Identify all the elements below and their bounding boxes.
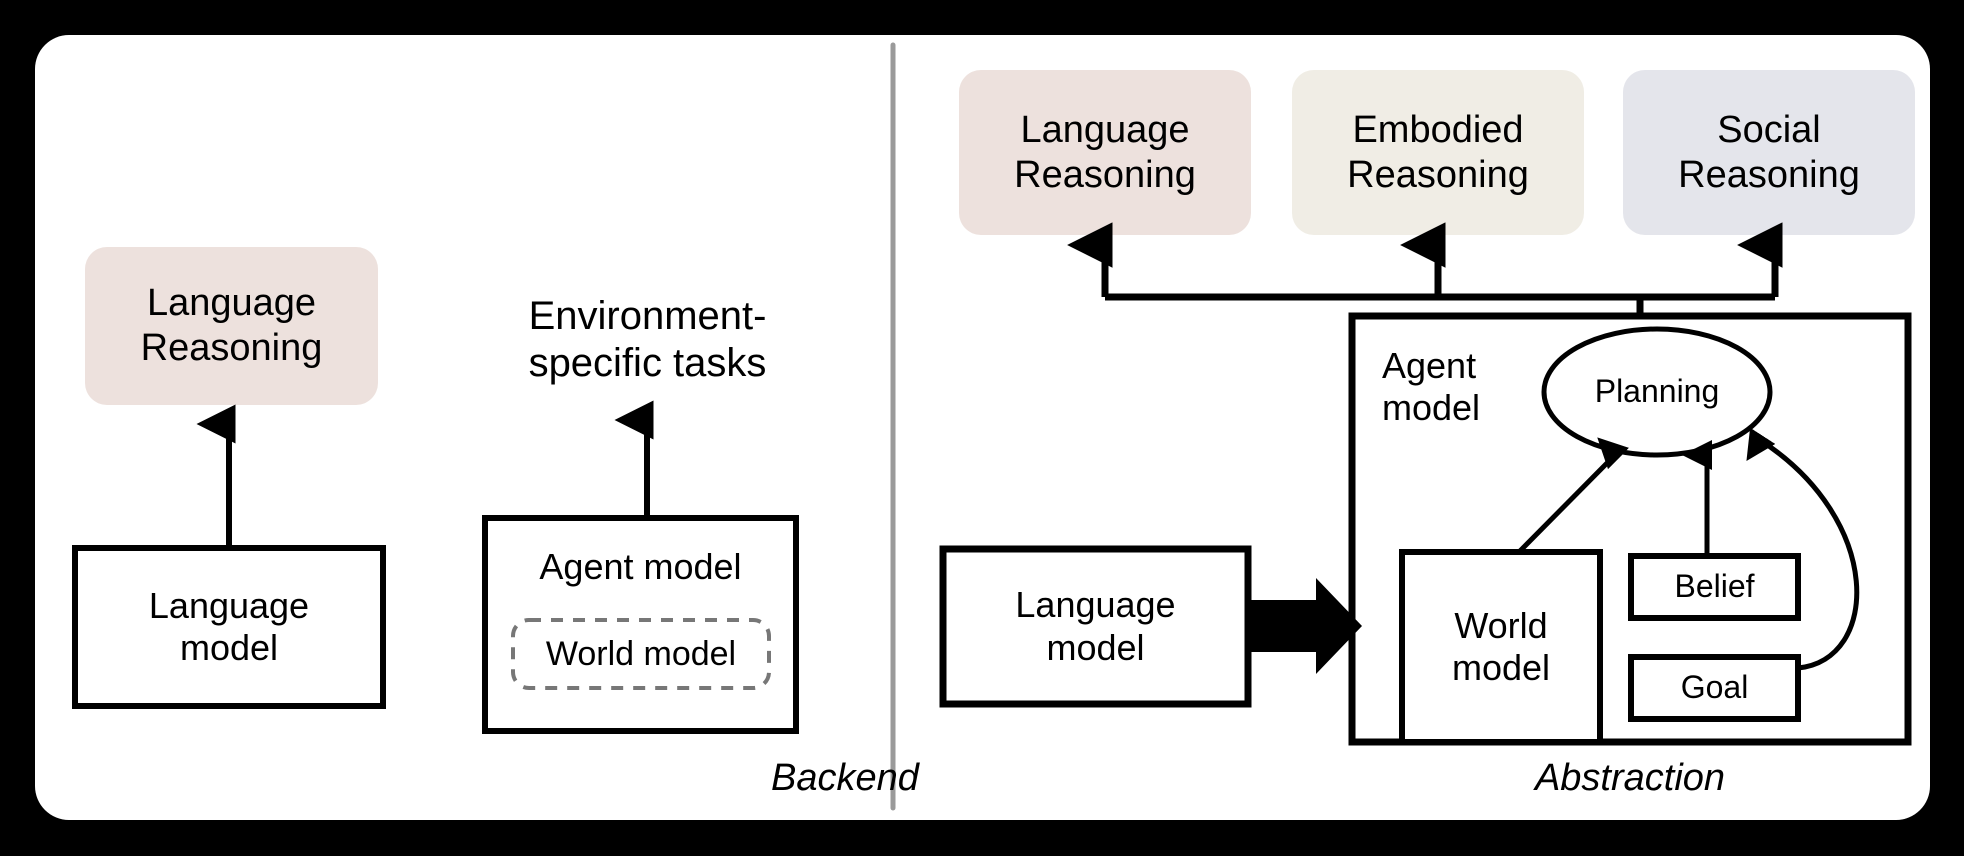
out1-line2: Reasoning <box>1347 153 1529 196</box>
out0-line2: Reasoning <box>1014 153 1196 196</box>
backend-caption-text: Backend <box>771 756 919 799</box>
belief-text: Belief <box>1674 568 1755 605</box>
right-embodied-reasoning-label: Embodied Reasoning <box>1292 70 1584 235</box>
right-agent-model-label: Agent model <box>1382 342 1592 432</box>
left-wm-text: World model <box>545 634 737 673</box>
right-lm-line1: Language <box>1015 584 1176 626</box>
out2-line2: Reasoning <box>1678 153 1860 196</box>
abstraction-caption: Abstraction <box>1480 750 1780 806</box>
left-env-line2: specific tasks <box>528 341 767 385</box>
goal-text: Goal <box>1680 669 1749 706</box>
right-wm-line2: model <box>1451 647 1551 688</box>
goal-label: Goal <box>1631 657 1798 719</box>
right-lm-line2: model <box>1046 626 1145 668</box>
belief-label: Belief <box>1631 556 1798 618</box>
left-agent-model-label: Agent model <box>485 536 796 598</box>
planning-label: Planning <box>1544 362 1770 422</box>
right-am-line1: Agent <box>1382 344 1477 386</box>
right-am-line2: model <box>1382 387 1481 428</box>
left-am-text: Agent model <box>539 545 742 587</box>
out1-line1: Embodied <box>1352 108 1524 151</box>
planning-text: Planning <box>1594 373 1720 410</box>
left-env-line1: Environment- <box>528 293 767 338</box>
right-language-model-label: Language model <box>943 549 1248 704</box>
left-lr-line2: Reasoning <box>140 327 323 369</box>
left-env-tasks-label: Environment- specific tasks <box>460 285 835 395</box>
right-wm-line1: World <box>1454 604 1548 646</box>
out2-line1: Social <box>1717 108 1821 151</box>
right-social-reasoning-label: Social Reasoning <box>1623 70 1915 235</box>
left-language-model-label: Language model <box>75 548 383 706</box>
left-lr-line1: Language <box>146 282 317 325</box>
left-language-reasoning-label: Language Reasoning <box>85 247 378 405</box>
left-lm-line2: model <box>179 627 279 668</box>
backend-caption: Backend <box>695 750 995 806</box>
left-lm-line1: Language <box>148 584 310 626</box>
right-language-reasoning-label: Language Reasoning <box>959 70 1251 235</box>
left-world-model-label: World model <box>513 620 769 688</box>
abstraction-caption-text: Abstraction <box>1534 756 1726 799</box>
out0-line1: Language <box>1020 108 1190 151</box>
right-world-model-label: World model <box>1402 552 1600 742</box>
